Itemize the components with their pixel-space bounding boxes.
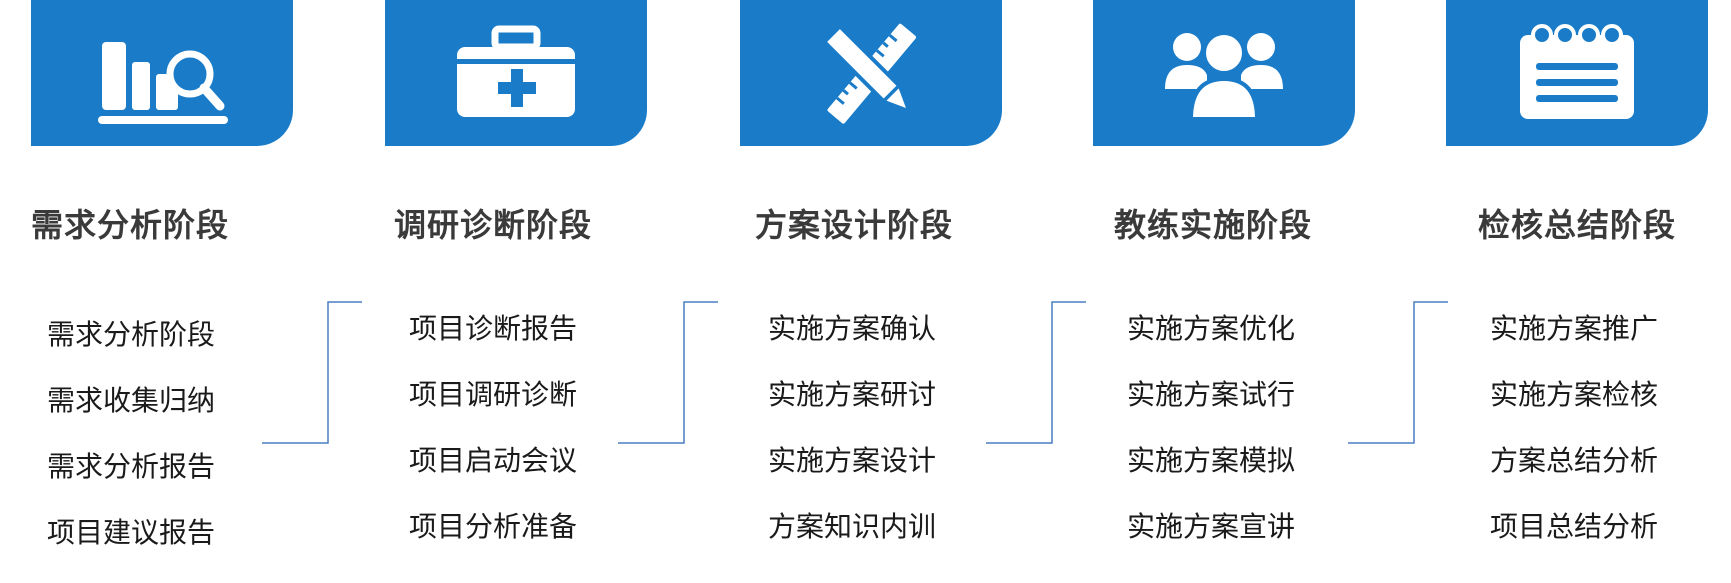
list-item: 项目分析准备 [409,510,578,543]
list-item: 项目建议报告 [47,516,216,549]
list-item: 实施方案推广 [1490,312,1659,345]
list-item: 项目调研诊断 [409,378,578,411]
stage-3-icon-tile [740,0,1002,146]
list-item: 实施方案优化 [1127,312,1296,345]
chart-search-icon [98,42,228,124]
list-item: 实施方案宣讲 [1127,510,1296,543]
list-item: 实施方案检核 [1490,378,1659,411]
stage-3-items: 实施方案确认 实施方案研讨 实施方案设计 方案知识内训 [768,296,1030,560]
list-item: 需求收集归纳 [47,384,216,417]
connector-1-2 [262,301,362,444]
list-item: 项目诊断报告 [409,312,578,345]
medical-kit-icon [457,25,575,117]
stage-4-items: 实施方案优化 实施方案试行 实施方案模拟 实施方案宣讲 [1127,296,1389,560]
list-item: 方案总结分析 [1490,444,1659,477]
list-item: 实施方案研讨 [768,378,937,411]
stage-3-title: 方案设计阶段 [755,206,954,244]
stage-2-title: 调研诊断阶段 [394,206,593,244]
stage-5-items: 实施方案推广 实施方案检核 方案总结分析 项目总结分析 [1490,296,1731,560]
list-item: 需求分析阶段 [47,318,216,351]
stage-1-title: 需求分析阶段 [31,206,230,244]
notepad-icon [1520,24,1634,119]
stage-4-icon-tile [1093,0,1355,146]
list-item: 项目启动会议 [409,444,578,477]
list-item: 实施方案设计 [768,444,937,477]
list-item: 需求分析报告 [47,450,216,483]
connector-4-5 [1348,301,1448,444]
stage-1-icon-tile [31,0,293,146]
stage-2-icon-tile [385,0,647,146]
list-item: 方案知识内训 [768,510,937,543]
stage-4-title: 教练实施阶段 [1114,206,1313,244]
pencil-ruler-icon [821,23,917,124]
list-item: 实施方案模拟 [1127,444,1296,477]
stage-1-items: 需求分析阶段 需求收集归纳 需求分析报告 项目建议报告 [47,302,309,566]
list-item: 项目总结分析 [1490,510,1659,543]
stage-5-title: 检核总结阶段 [1478,206,1677,244]
stage-2-items: 项目诊断报告 项目调研诊断 项目启动会议 项目分析准备 [409,296,671,560]
connector-2-3 [618,301,718,444]
stage-5-icon-tile [1446,0,1708,146]
users-group-icon [1165,31,1283,121]
list-item: 实施方案试行 [1127,378,1296,411]
connector-3-4 [986,301,1086,444]
list-item: 实施方案确认 [768,312,937,345]
